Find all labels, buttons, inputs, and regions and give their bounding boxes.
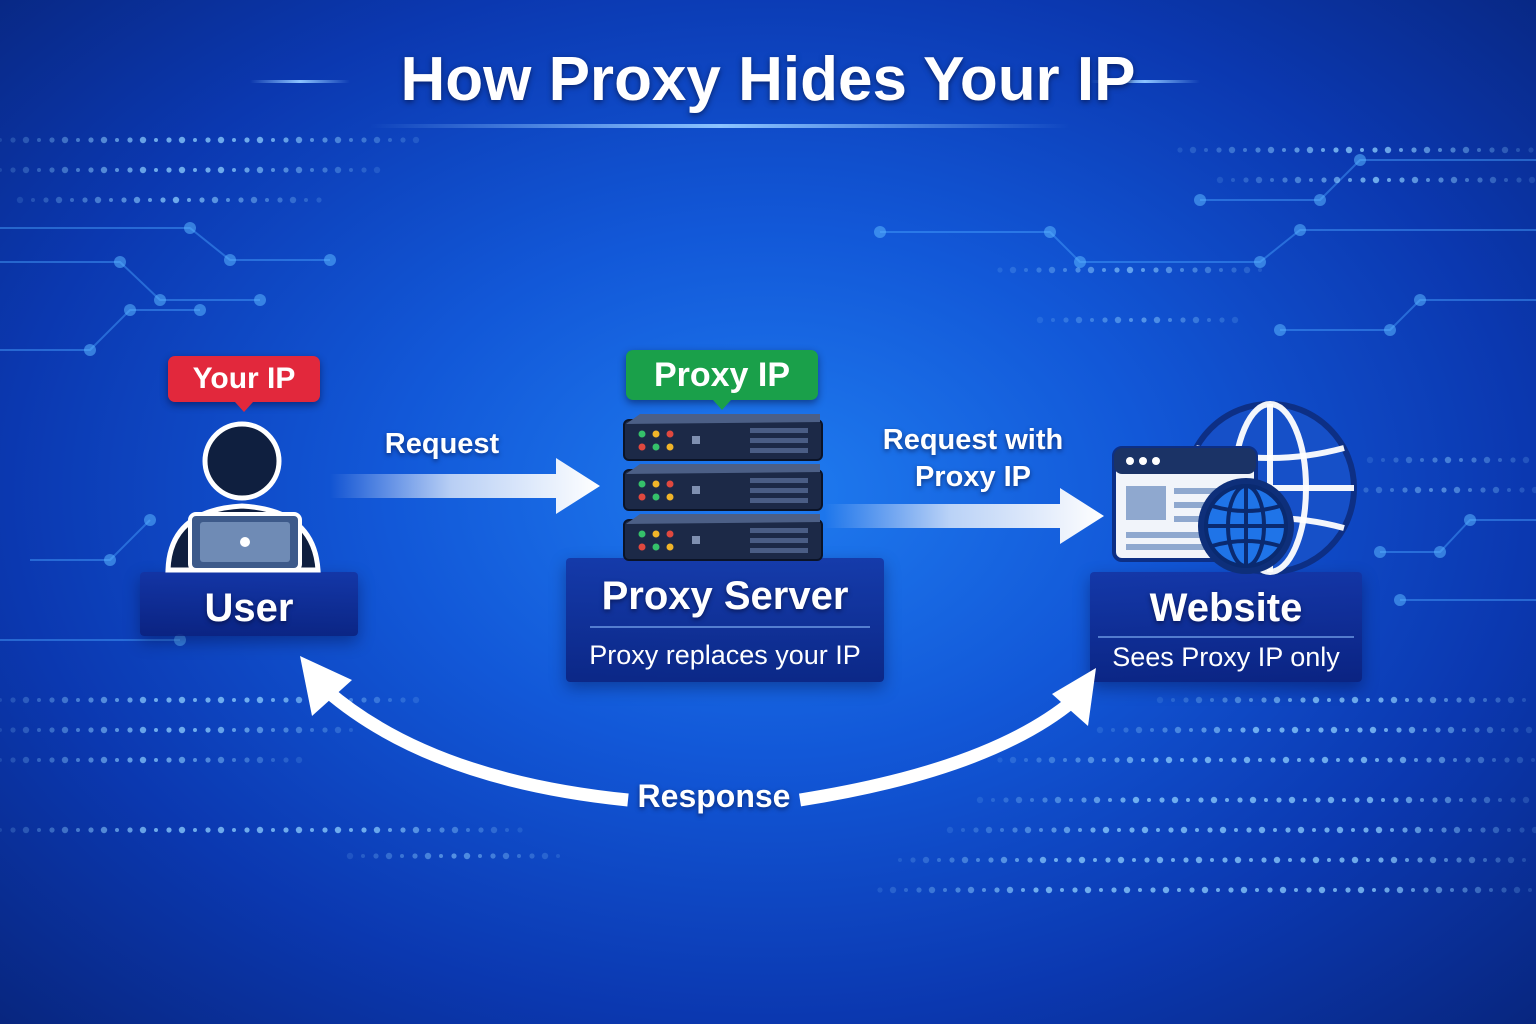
page-title: How Proxy Hides Your IP xyxy=(400,45,1136,114)
request-proxy-label: Request with Proxy IP xyxy=(860,422,1086,496)
request-label: Request xyxy=(384,428,500,460)
proxy-pedestal xyxy=(566,558,884,682)
proxy-ip-tag: Proxy IP xyxy=(626,350,818,410)
server-stack-icon xyxy=(623,414,823,561)
your-ip-tag-label: Your IP xyxy=(192,362,296,395)
website-label: Website xyxy=(1149,586,1303,630)
request-proxy-arrow xyxy=(824,488,1104,544)
title-rule-left xyxy=(250,80,350,83)
user-laptop-icon xyxy=(165,421,321,573)
proxy-ip-tag-label: Proxy IP xyxy=(653,356,791,394)
your-ip-tag: Your IP xyxy=(168,356,320,412)
server-unit xyxy=(623,414,823,461)
request-proxy-label-line2: Proxy IP xyxy=(914,461,1032,493)
response-label: Response xyxy=(637,778,791,814)
server-unit xyxy=(623,464,823,511)
browser-globe-icon xyxy=(1112,401,1357,575)
proxy-sub: Proxy replaces your IP xyxy=(589,640,861,670)
website-pedestal xyxy=(1090,572,1362,682)
response-arrow xyxy=(300,656,1096,807)
website-sub: Sees Proxy IP only xyxy=(1112,642,1340,672)
user-label: User xyxy=(204,586,294,630)
proxy-label: Proxy Server xyxy=(601,574,849,618)
title-rule-right xyxy=(1090,80,1200,83)
request-proxy-label-line1: Request with xyxy=(882,424,1064,456)
proxy-divider xyxy=(590,626,870,628)
website-divider xyxy=(1098,636,1354,638)
request-arrow xyxy=(330,458,600,514)
user-pedestal xyxy=(140,572,358,636)
server-unit xyxy=(623,514,823,561)
title-underline xyxy=(370,124,1070,128)
